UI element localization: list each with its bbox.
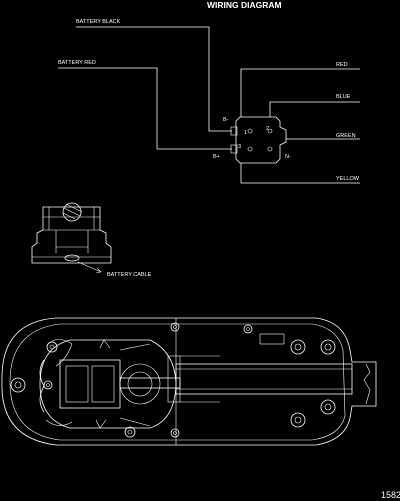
battery-red-label: BATTERY RED xyxy=(58,60,96,66)
green-label: GREEN xyxy=(336,133,356,139)
red-label: RED xyxy=(336,62,348,68)
blue-wire xyxy=(269,101,360,117)
battery-cable-label: BATTERY CABLE xyxy=(107,272,152,278)
battery-black-wire xyxy=(76,26,232,132)
figure-code: 1582 xyxy=(381,490,400,500)
motor-housing xyxy=(1,317,377,446)
pin-2-label: 2 xyxy=(266,126,269,132)
pin-1-label: 1 xyxy=(244,130,247,136)
b-minus-label: B- xyxy=(223,117,229,123)
mount-holes xyxy=(10,322,336,438)
red-wire xyxy=(240,68,360,117)
wiring-section: BATTERY BLACK BATTERY RED B- B+ N- 1 2 3… xyxy=(58,19,360,184)
yellow-wire xyxy=(240,163,360,184)
b-plus-label: B+ xyxy=(213,154,220,160)
diagram-title: WIRING DIAGRAM xyxy=(207,0,282,10)
battery-red-wire xyxy=(58,67,232,150)
yellow-label: YELLOW xyxy=(336,176,360,182)
n-minus-label: N- xyxy=(285,154,291,160)
battery-black-label: BATTERY BLACK xyxy=(76,19,121,25)
pin-3-label: 3 xyxy=(238,144,241,150)
terminal-switch xyxy=(230,116,287,164)
blue-label: BLUE xyxy=(336,94,351,100)
battery-cable-detail: BATTERY CABLE xyxy=(31,202,152,278)
